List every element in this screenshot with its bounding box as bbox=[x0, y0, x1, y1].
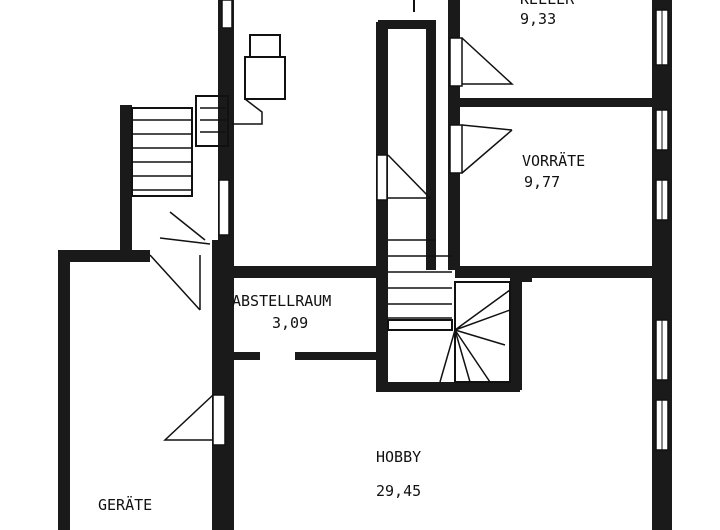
doors bbox=[149, 37, 514, 446]
room-area-keller: 9,33 bbox=[520, 10, 556, 28]
room-name-geraete: GERÄTE bbox=[98, 495, 152, 514]
room-area-vorraete: 9,77 bbox=[524, 173, 560, 191]
left-staircase bbox=[131, 107, 211, 245]
walls bbox=[58, 0, 672, 530]
room-area-hobby: 29,45 bbox=[376, 482, 421, 500]
room-name-vorraete: VORRÄTE bbox=[522, 151, 585, 170]
room-name-hobby: HOBBY bbox=[376, 448, 421, 466]
room-name-abstellraum: ABSTELLRAUM bbox=[232, 292, 331, 310]
room-area-abstellraum: 3,09 bbox=[272, 314, 308, 332]
room-name-keller: KELLER bbox=[520, 0, 575, 8]
right-windows bbox=[655, 9, 669, 451]
boiler-icon bbox=[195, 34, 286, 147]
top-details bbox=[221, 0, 415, 29]
central-staircase bbox=[387, 239, 511, 383]
